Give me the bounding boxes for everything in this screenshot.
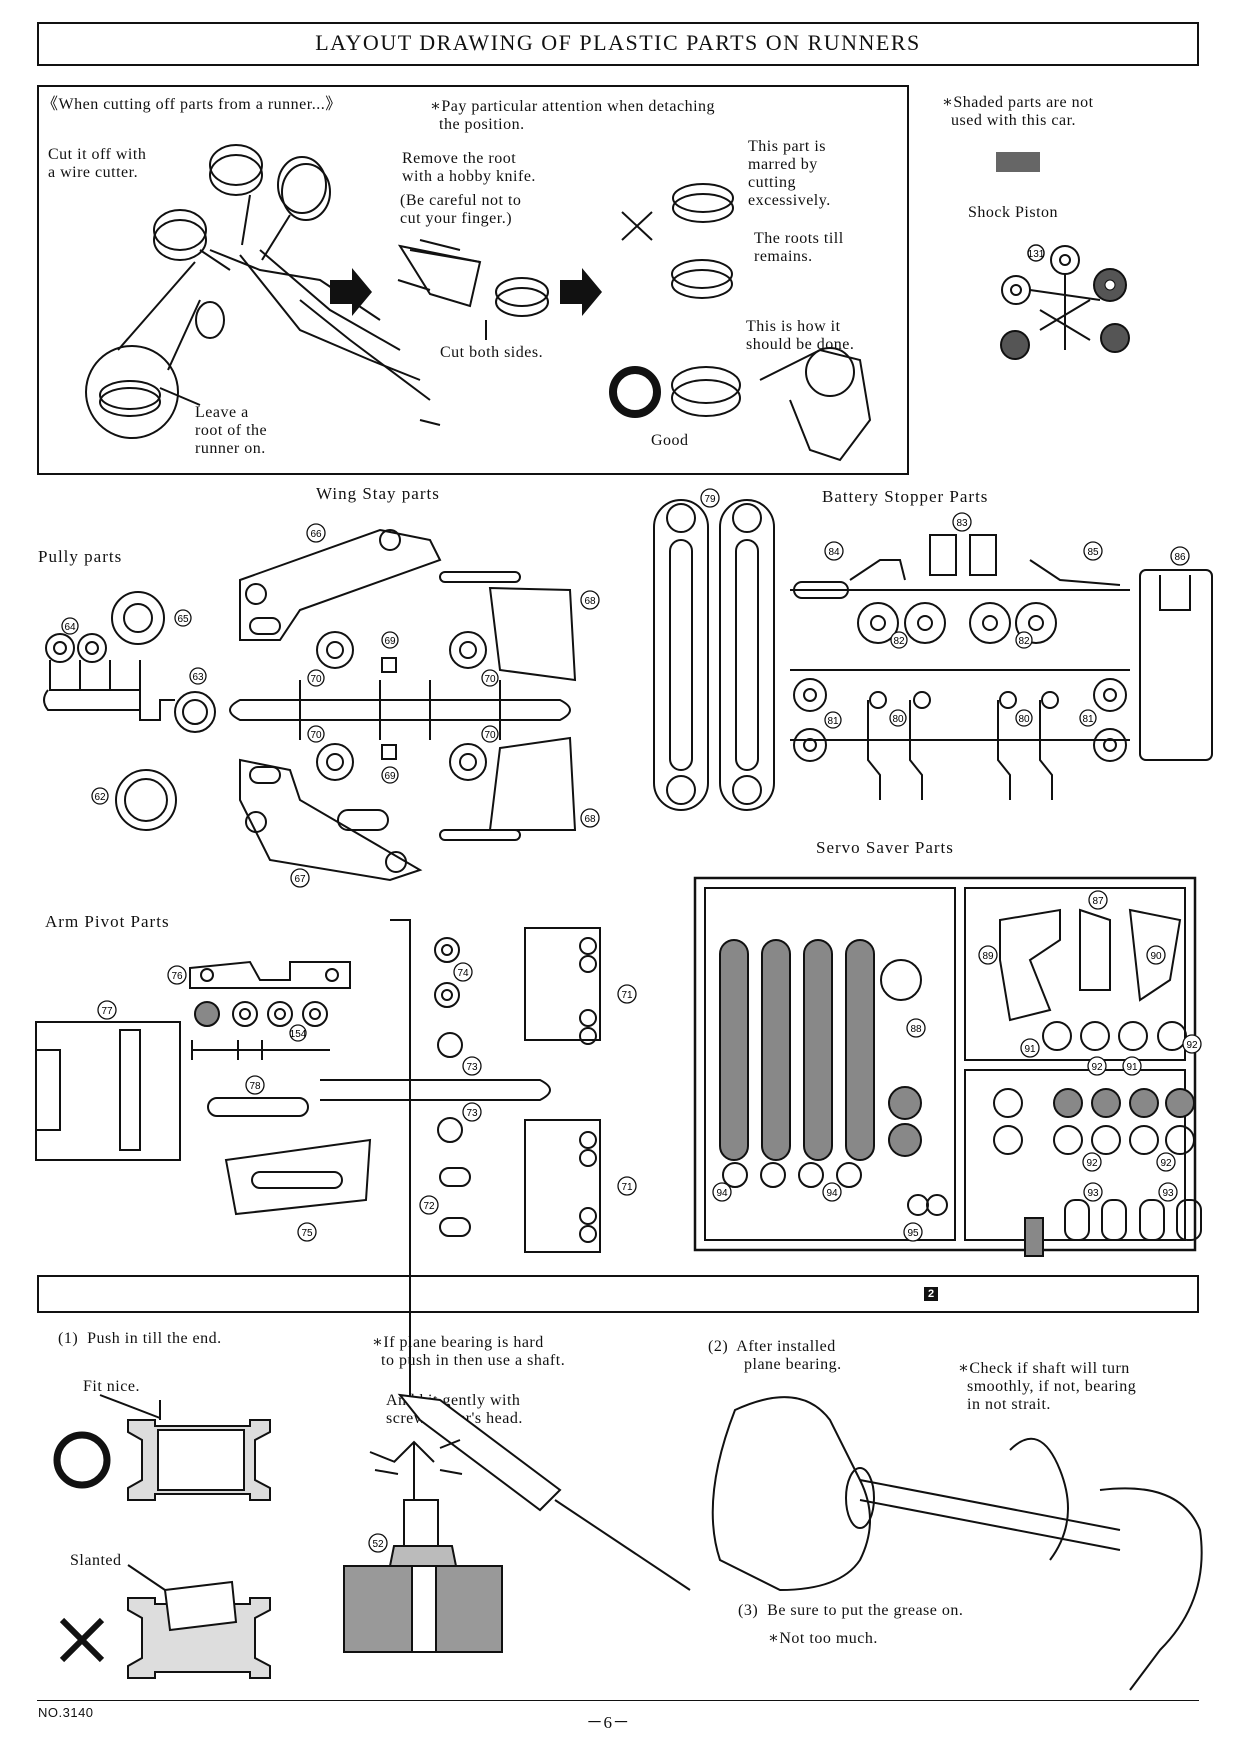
not-too-much-text: ∗Not too much. [768, 1630, 878, 1647]
part-num-92: 92 [1160, 1158, 1172, 1169]
part-num-91: 91 [1024, 1044, 1036, 1055]
part-num-74: 74 [457, 968, 469, 979]
wing-stay-label: Wing Stay parts [316, 484, 440, 503]
push-in-text: (1) Push in till the end. [58, 1330, 222, 1347]
part-num-65: 65 [177, 614, 189, 625]
part-num-82: 82 [893, 636, 905, 647]
part-num-94: 94 [826, 1188, 838, 1199]
part-num-70: 70 [484, 730, 496, 741]
battery-stopper-label: Battery Stopper Parts [822, 487, 989, 506]
good-label: Good [651, 432, 689, 449]
part-num-81: 81 [1082, 714, 1094, 725]
part-num-80: 80 [892, 714, 904, 725]
part-num-85: 85 [1087, 547, 1099, 558]
fit-nice-text: Fit nice. [83, 1378, 140, 1395]
shock-piston-label: Shock Piston [968, 204, 1059, 221]
pully-label: Pully parts [38, 547, 123, 566]
shaded-swatch [996, 152, 1040, 172]
shaded-note: ∗Shaded parts are not used with this car… [942, 94, 1094, 129]
part-num-68: 68 [584, 814, 596, 825]
part-num-73: 73 [466, 1062, 478, 1073]
part-num-131: 131 [1028, 249, 1045, 260]
page-title: LAYOUT DRAWING OF PLASTIC PARTS ON RUNNE… [315, 30, 921, 55]
part-num-69: 69 [384, 636, 396, 647]
if-hard-text: ∗If plane bearing is hard to push in the… [372, 1334, 566, 1369]
marred-text: This part is marred by cutting excessive… [748, 138, 831, 209]
check-shaft-text: ∗Check if shaft will turn smoothly, if n… [958, 1360, 1137, 1413]
part-num-70: 70 [310, 674, 322, 685]
part-num-95: 95 [907, 1228, 919, 1239]
part-num-52: 52 [372, 1539, 384, 1550]
page-number: －6－ [586, 1713, 630, 1732]
cutting-heading: 《When cutting off parts from a runner...… [42, 96, 342, 113]
part-num-69: 69 [384, 771, 396, 782]
part-num-154: 154 [290, 1029, 307, 1040]
part-num-63: 63 [192, 672, 204, 683]
how-done-text: This is how it should be done. [746, 318, 855, 353]
part-num-71: 71 [621, 1182, 633, 1193]
part-num-84: 84 [828, 547, 840, 558]
part-num-73: 73 [466, 1108, 478, 1119]
part-num-72: 72 [423, 1201, 435, 1212]
part-num-62: 62 [94, 792, 106, 803]
remove-root-text: Remove the root with a hobby knife. [402, 150, 536, 185]
part-num-71: 71 [621, 990, 633, 1001]
part-num-89: 89 [982, 951, 994, 962]
part-num-68: 68 [584, 596, 596, 607]
part-num-80: 80 [1018, 714, 1030, 725]
part-num-92: 92 [1186, 1040, 1198, 1051]
part-num-92: 92 [1091, 1062, 1103, 1073]
cut-both-text: Cut both sides. [440, 344, 544, 361]
title-box [37, 22, 1199, 66]
part-num-66: 66 [310, 529, 322, 540]
document-number: NO.3140 [38, 1705, 94, 1720]
part-num-81: 81 [827, 716, 839, 727]
part-num-83: 83 [956, 518, 968, 529]
cutting-instructions-panel [37, 85, 909, 475]
part-num-70: 70 [310, 730, 322, 741]
part-num-86: 86 [1174, 552, 1186, 563]
roots-till-text: The roots till remains. [754, 230, 844, 265]
part-num-76: 76 [171, 971, 183, 982]
part-num-92: 92 [1086, 1158, 1098, 1169]
careful-text: (Be careful not to cut your finger.) [400, 192, 522, 227]
part-num-77: 77 [101, 1006, 113, 1017]
slanted-text: Slanted [70, 1552, 122, 1569]
part-num-91: 91 [1126, 1062, 1138, 1073]
leave-root-text: Leave a root of the runner on. [195, 404, 268, 457]
part-num-70: 70 [484, 674, 496, 685]
footer-rule [37, 1700, 1199, 1701]
servo-saver-label: Servo Saver Parts [816, 838, 954, 857]
part-num-79: 79 [704, 494, 716, 505]
part-num-82: 82 [1018, 636, 1030, 647]
part-num-64: 64 [64, 622, 76, 633]
part-num-90: 90 [1150, 951, 1162, 962]
step-number-badge: 2 [924, 1287, 938, 1301]
part-num-78: 78 [249, 1081, 261, 1092]
grease-text: (3) Be sure to put the grease on. [738, 1602, 964, 1619]
part-num-93: 93 [1087, 1188, 1099, 1199]
part-num-87: 87 [1092, 896, 1104, 907]
part-num-67: 67 [294, 874, 306, 885]
part-num-93: 93 [1162, 1188, 1174, 1199]
step-bar [37, 1275, 1199, 1313]
arm-pivot-label: Arm Pivot Parts [45, 912, 170, 931]
attention-note: ∗Pay particular attention when detaching… [430, 98, 716, 133]
cut-off-text: Cut it off with a wire cutter. [48, 146, 147, 181]
part-num-88: 88 [910, 1024, 922, 1035]
part-num-94: 94 [716, 1188, 728, 1199]
part-num-75: 75 [301, 1228, 313, 1239]
after-installed-text: (2) After installed plane bearing. [708, 1338, 842, 1373]
